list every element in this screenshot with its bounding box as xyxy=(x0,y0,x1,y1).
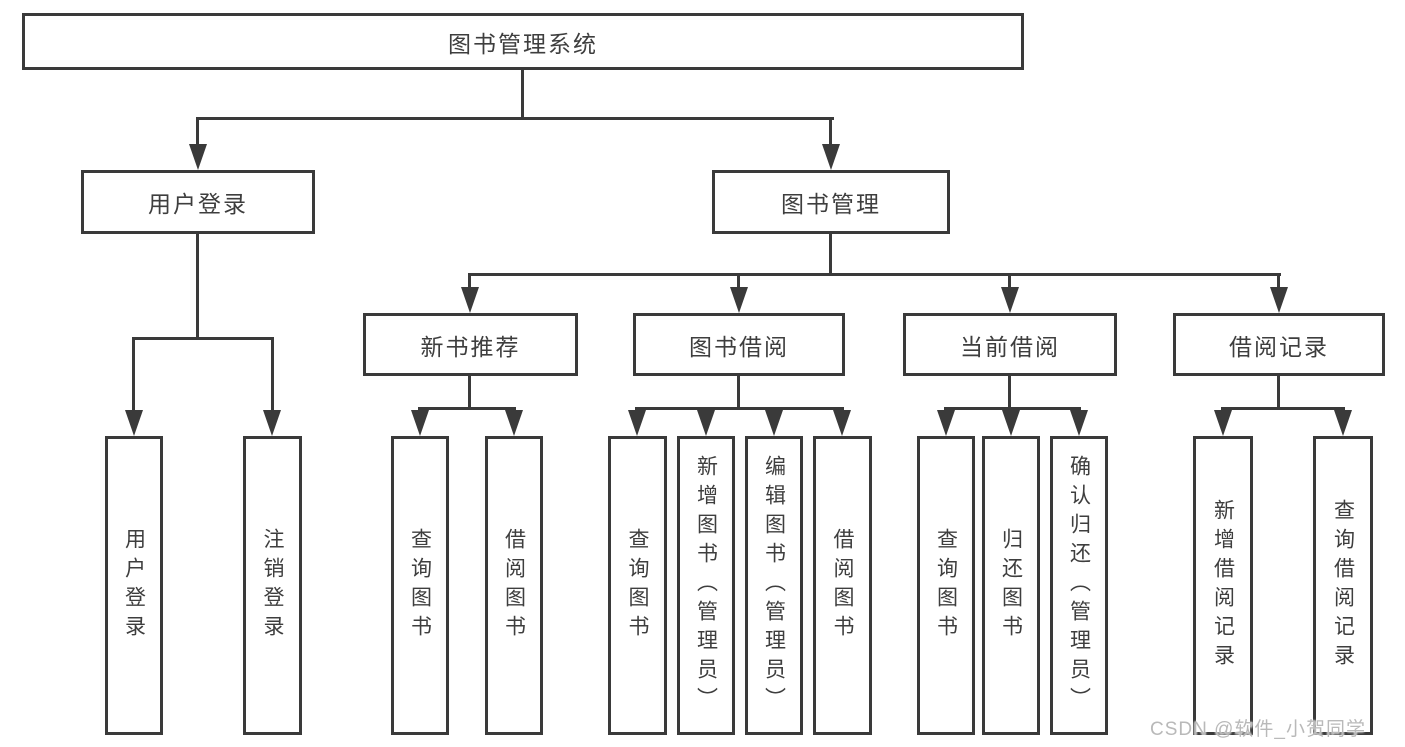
node-user-login-label: 用户登录 xyxy=(148,191,248,217)
connector-group-stem xyxy=(1008,376,1011,410)
connector-user-login-bar xyxy=(132,337,274,340)
leaf-return-books-label: 归还图书 xyxy=(999,527,1023,644)
leaf-query-borrow-record: 查询借阅记录 xyxy=(1313,436,1373,735)
arrowhead-new-book-recommend xyxy=(461,287,479,313)
leaf-query-books-borrow-label: 查询图书 xyxy=(626,527,649,644)
watermark-text: CSDN @软件_小贺同学 xyxy=(1150,719,1366,740)
connector-root-stem xyxy=(521,70,524,117)
node-current-borrow-label: 当前借阅 xyxy=(960,333,1060,360)
connector-leaf-drop xyxy=(132,337,135,415)
arrowhead-leaf xyxy=(1002,410,1020,436)
arrowhead-leaf xyxy=(765,410,783,436)
arrowhead-current-borrow xyxy=(1001,287,1019,313)
leaf-return-books: 归还图书 xyxy=(982,436,1040,735)
arrowhead-book-management xyxy=(822,144,840,170)
arrowhead-leaf xyxy=(263,410,281,436)
leaf-add-borrow-record: 新增借阅记录 xyxy=(1193,436,1253,735)
leaf-query-books-recommend: 查询图书 xyxy=(391,436,449,735)
connector-group-stem xyxy=(737,376,740,410)
leaf-borrow-books-label: 借阅图书 xyxy=(831,527,854,644)
arrowhead-borrow-record xyxy=(1270,287,1288,313)
arrowhead-leaf xyxy=(697,410,715,436)
node-current-borrow: 当前借阅 xyxy=(903,313,1117,376)
connector-leaf-drop xyxy=(271,337,274,415)
leaf-confirm-return-admin: 确认归还（管理员） xyxy=(1050,436,1108,735)
arrowhead-leaf xyxy=(411,410,429,436)
leaf-query-books-current: 查询图书 xyxy=(917,436,975,735)
connector-level3-drop xyxy=(468,273,471,293)
leaf-query-books-recommend-label: 查询图书 xyxy=(408,527,432,644)
arrowhead-leaf xyxy=(833,410,851,436)
leaf-borrow-books: 借阅图书 xyxy=(813,436,872,735)
leaf-logout-login-label: 注销登录 xyxy=(261,527,284,644)
connector-level3-bar xyxy=(468,273,1281,276)
leaf-query-books-borrow: 查询图书 xyxy=(608,436,667,735)
connector-group-bar xyxy=(418,407,516,410)
connector-group-bar xyxy=(1221,407,1345,410)
leaf-query-borrow-record-label: 查询借阅记录 xyxy=(1331,498,1355,673)
node-book-borrow: 图书借阅 xyxy=(633,313,845,376)
leaf-user-login: 用户登录 xyxy=(105,436,163,735)
node-new-book-recommend: 新书推荐 xyxy=(363,313,578,376)
connector-book-management-stem xyxy=(829,234,832,273)
connector-book-management-drop xyxy=(829,117,832,149)
leaf-confirm-return-admin-label: 确认归还（管理员） xyxy=(1067,455,1091,716)
arrowhead-leaf xyxy=(125,410,143,436)
leaf-logout-login: 注销登录 xyxy=(243,436,302,735)
connector-level2-bar xyxy=(196,117,834,120)
leaf-borrow-books-recommend: 借阅图书 xyxy=(485,436,543,735)
connector-user-login-stem xyxy=(196,234,199,340)
node-book-borrow-label: 图书借阅 xyxy=(689,333,789,360)
leaf-query-books-current-label: 查询图书 xyxy=(934,527,958,644)
node-user-login: 用户登录 xyxy=(81,170,315,234)
arrowhead-leaf xyxy=(1334,410,1352,436)
leaf-edit-books-admin-label: 编辑图书（管理员） xyxy=(762,455,786,716)
node-borrow-record-label: 借阅记录 xyxy=(1229,333,1329,360)
arrowhead-book-borrow xyxy=(730,287,748,313)
node-book-management-label: 图书管理 xyxy=(781,191,881,217)
leaf-edit-books-admin: 编辑图书（管理员） xyxy=(745,436,803,735)
arrowhead-leaf xyxy=(1214,410,1232,436)
arrowhead-leaf xyxy=(937,410,955,436)
connector-level3-drop xyxy=(1277,273,1280,293)
connector-group-bar xyxy=(944,407,1081,410)
leaf-add-borrow-record-label: 新增借阅记录 xyxy=(1211,498,1235,673)
leaf-user-login-label: 用户登录 xyxy=(122,527,146,644)
node-root-label: 图书管理系统 xyxy=(448,30,598,57)
leaf-add-books-admin-label: 新增图书（管理员） xyxy=(694,455,718,716)
arrowhead-leaf xyxy=(505,410,523,436)
arrowhead-user-login xyxy=(189,144,207,170)
connector-user-login-drop xyxy=(196,117,199,149)
connector-level3-drop xyxy=(737,273,740,293)
connector-group-stem xyxy=(468,376,471,410)
arrowhead-leaf xyxy=(628,410,646,436)
connector-level3-drop xyxy=(1008,273,1011,293)
leaf-borrow-books-recommend-label: 借阅图书 xyxy=(502,527,526,644)
node-borrow-record: 借阅记录 xyxy=(1173,313,1385,376)
arrowhead-leaf xyxy=(1070,410,1088,436)
connector-group-bar xyxy=(635,407,844,410)
connector-group-stem xyxy=(1277,376,1280,410)
node-root: 图书管理系统 xyxy=(22,13,1024,70)
node-new-book-recommend-label: 新书推荐 xyxy=(420,333,521,360)
leaf-add-books-admin: 新增图书（管理员） xyxy=(677,436,735,735)
node-book-management: 图书管理 xyxy=(712,170,950,234)
